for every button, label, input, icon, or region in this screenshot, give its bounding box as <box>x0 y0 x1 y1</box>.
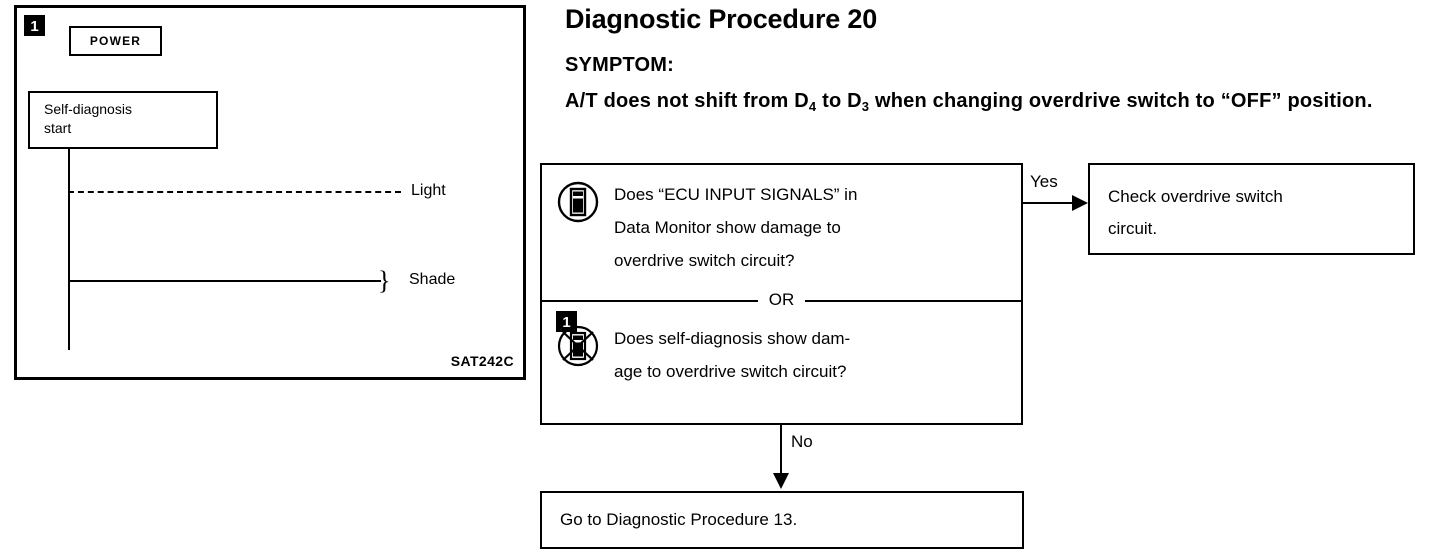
light-level-dashed-line <box>68 191 401 193</box>
decision-a-line-3: overdrive switch circuit? <box>614 251 795 270</box>
self-diagnosis-line-1: Self-diagnosis <box>44 101 132 117</box>
decision-box: Does “ECU INPUT SIGNALS” in Data Monitor… <box>540 163 1023 425</box>
no-label: No <box>791 432 813 451</box>
symptom-text-part-3: when changing overdrive switch to “OFF” … <box>869 90 1373 112</box>
result-line-2: circuit. <box>1108 219 1158 238</box>
power-label: POWER <box>89 34 142 48</box>
shade-level-solid-line <box>68 280 381 282</box>
decision-b-line-2: age to overdrive switch circuit? <box>614 362 847 381</box>
final-box-text: Go to Diagnostic Procedure 13. <box>560 510 798 529</box>
timing-trunk-line <box>68 148 70 350</box>
page-title: Diagnostic Procedure 20 <box>565 4 878 34</box>
decision-b-line-1: Does self-diagnosis show dam- <box>614 329 851 348</box>
yes-connector-line <box>1022 202 1074 204</box>
decision-a-line-1: Does “ECU INPUT SIGNALS” in <box>614 185 858 204</box>
shade-label: Shade <box>409 271 456 288</box>
symptom-label: SYMPTOM: <box>565 54 675 76</box>
or-separator: OR <box>542 290 1021 310</box>
light-label: Light <box>411 182 446 199</box>
decision-a-line-2: Data Monitor show damage to <box>614 218 841 237</box>
symptom-text-part-2: to D <box>816 90 862 112</box>
result-line-1: Check overdrive switch <box>1108 187 1283 206</box>
yes-label: Yes <box>1030 172 1058 191</box>
check-overdrive-switch-box: Check overdrive switch circuit. <box>1088 163 1415 255</box>
decision-option-a-text: Does “ECU INPUT SIGNALS” in Data Monitor… <box>614 178 857 277</box>
decision-option-b-text: Does self-diagnosis show dam- age to ove… <box>614 322 850 388</box>
symptom-text: A/T does not shift from D4 to D3 when ch… <box>565 85 1431 119</box>
consult-scan-tool-icon <box>556 180 600 224</box>
go-to-procedure-box: Go to Diagnostic Procedure 13. <box>540 491 1024 549</box>
self-diagnosis-line-2: start <box>44 120 72 136</box>
illustration-panel: 1 POWER Self-diagnosis start Light } Sha… <box>14 5 526 380</box>
step-badge-1-decision: 1 <box>556 311 577 332</box>
symptom-text-part-1: A/T does not shift from D <box>565 90 809 112</box>
decision-option-a: Does “ECU INPUT SIGNALS” in Data Monitor… <box>542 165 1021 293</box>
figure-code: SAT242C <box>450 353 514 369</box>
yes-arrowhead-icon <box>1072 195 1088 211</box>
power-box: POWER <box>69 26 162 56</box>
or-rule-left <box>542 300 758 302</box>
self-diagnosis-start-box: Self-diagnosis start <box>28 91 218 149</box>
or-label: OR <box>757 290 806 310</box>
decision-option-b: Does self-diagnosis show dam- age to ove… <box>542 293 1021 423</box>
symptom-subscript-1: 4 <box>808 99 817 114</box>
or-rule-right <box>805 300 1021 302</box>
no-arrowhead-icon <box>773 473 789 489</box>
no-consult-scan-tool-icon <box>556 324 600 368</box>
symptom-subscript-2: 3 <box>861 99 870 114</box>
no-connector-line <box>780 424 782 478</box>
step-badge-1: 1 <box>24 15 45 36</box>
shade-brace-glyph: } <box>378 266 391 295</box>
